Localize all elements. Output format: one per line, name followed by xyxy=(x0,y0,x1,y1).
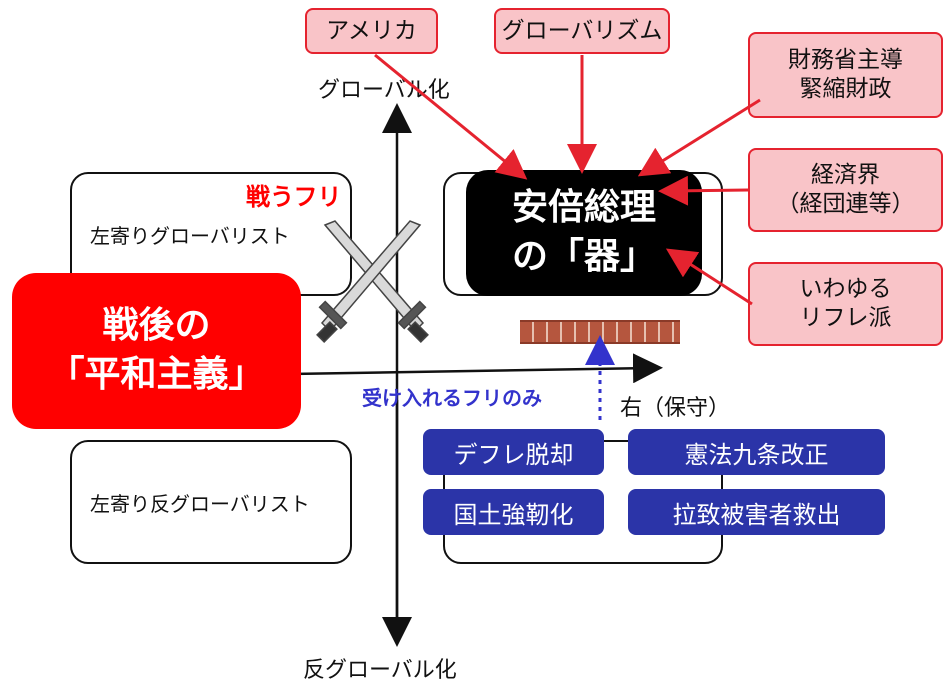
accept-pretend-label: 受け入れるフリのみ xyxy=(362,386,542,410)
fight-pretend-label: 戦うフリ xyxy=(246,183,342,211)
axis-right-label: 右（保守） xyxy=(620,396,731,421)
influence-mof-line1: 財務省主導 xyxy=(788,47,903,74)
influence-globalism: グローバリズム xyxy=(494,8,670,54)
crossed-swords-icon xyxy=(316,220,429,343)
policy-abduction: 拉致被害者救出 xyxy=(628,489,885,535)
arrow-reflation xyxy=(665,248,753,306)
arrow-mof xyxy=(637,98,761,177)
policy-deflation: デフレ脱却 xyxy=(423,429,604,475)
arrow-america xyxy=(374,53,528,180)
policy-constitution-label: 憲法九条改正 xyxy=(684,440,829,469)
policy-constitution: 憲法九条改正 xyxy=(628,429,885,475)
quadrant-top-left-label: 左寄りグローバリスト xyxy=(90,223,290,248)
policy-abduction-label: 拉致被害者救出 xyxy=(672,500,841,529)
influence-reflation: いわゆる リフレ派 xyxy=(748,262,943,346)
abe-line2: の「器」 xyxy=(511,236,656,277)
abe-line1: 安倍総理 xyxy=(511,187,656,229)
influence-america: アメリカ xyxy=(305,8,438,54)
influence-globalism-label: グローバリズム xyxy=(501,17,663,44)
influence-reflation-line2: リフレ派 xyxy=(799,305,892,331)
postwar-line2: 「平和主義」 xyxy=(48,354,265,395)
quadrant-bottom-left: 左寄り反グローバリスト xyxy=(70,440,352,564)
influence-reflation-line1: いわゆる xyxy=(799,276,892,303)
influence-business-line1: 経済界 xyxy=(811,162,880,189)
postwar-line1: 戦後の xyxy=(102,305,211,347)
policy-resilience-label: 国土強靭化 xyxy=(453,500,574,529)
arrow-business xyxy=(658,175,749,206)
axis-bottom-label: 反グローバル化 xyxy=(303,658,457,683)
influence-mof: 財務省主導 緊縮財政 xyxy=(748,32,943,118)
influence-business-line2: （経団連等） xyxy=(776,191,915,217)
horizontal-axis xyxy=(289,353,663,384)
postwar-pacifism-box: 戦後の 「平和主義」 xyxy=(14,275,299,427)
policy-deflation-label: デフレ脱却 xyxy=(453,440,574,469)
influence-business: 経済界 （経団連等） xyxy=(748,148,943,232)
policy-resilience: 国土強靭化 xyxy=(423,489,604,535)
influence-america-label: アメリカ xyxy=(326,17,417,44)
influence-mof-line2: 緊縮財政 xyxy=(799,76,892,102)
quadrant-bottom-left-label: 左寄り反グローバリスト xyxy=(90,491,310,516)
